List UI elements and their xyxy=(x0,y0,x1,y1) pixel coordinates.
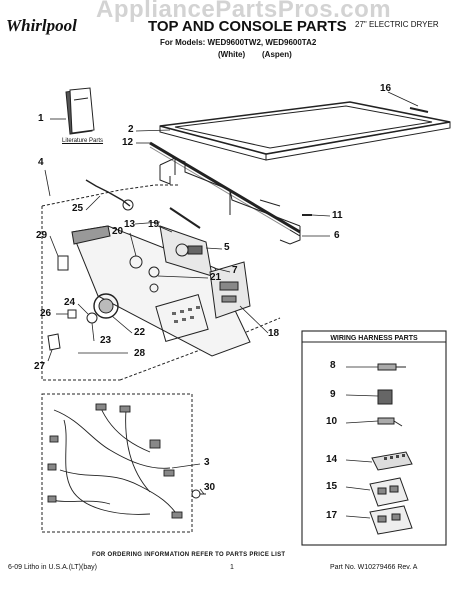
part-26 xyxy=(67,309,77,319)
callout-21: 21 xyxy=(210,272,222,283)
page-number: 1 xyxy=(230,564,234,571)
console-bracket xyxy=(159,157,301,245)
color-aspen-label: (Aspen) xyxy=(262,50,292,59)
ordering-info: FOR ORDERING INFORMATION REFER TO PARTS … xyxy=(92,552,286,558)
part-25-harness xyxy=(85,179,131,207)
callout-6: 6 xyxy=(334,230,340,241)
document-part-number: Part No. W10279466 Rev. A xyxy=(330,564,418,571)
callout-9: 9 xyxy=(330,389,336,400)
dryer-top-panel xyxy=(159,101,451,161)
knob-assembly xyxy=(86,255,160,324)
callout-2: 2 xyxy=(128,124,134,135)
watermark: AppliancePartsPros.com xyxy=(96,0,392,23)
callout-20: 20 xyxy=(112,226,124,237)
page-title: TOP AND CONSOLE PARTS xyxy=(148,18,347,35)
callout-24: 24 xyxy=(64,297,76,308)
callout-27: 27 xyxy=(34,361,46,372)
model-numbers: For Models: WED9600TW2, WED9600TA2 xyxy=(160,38,317,47)
harness-part-9 xyxy=(377,389,393,405)
callout-7: 7 xyxy=(232,265,238,276)
callout-15: 15 xyxy=(326,481,338,492)
callout-12: 12 xyxy=(122,137,134,148)
page-subtitle: 27" ELECTRIC DRYER xyxy=(355,20,439,29)
callout-10: 10 xyxy=(326,416,338,427)
harness-part-17 xyxy=(369,505,413,535)
callout-26: 26 xyxy=(40,308,52,319)
harness-part-14 xyxy=(371,451,413,471)
part-27-knob xyxy=(47,333,61,351)
callout-28: 28 xyxy=(134,348,146,359)
callout-11: 11 xyxy=(332,210,343,221)
harness-part-8 xyxy=(377,363,406,371)
callout-29: 29 xyxy=(36,230,48,241)
callout-22: 22 xyxy=(134,327,146,338)
callout-14: 14 xyxy=(326,454,338,465)
callout-13: 13 xyxy=(124,219,136,230)
console-panel xyxy=(71,225,251,357)
main-wiring-harness xyxy=(47,403,183,519)
callout-1: 1 xyxy=(38,113,44,124)
callout-16: 16 xyxy=(380,83,392,94)
screw-16 xyxy=(409,107,429,113)
litho-note: 6-09 Litho in U.S.A.(LT)(bay) xyxy=(8,564,97,571)
callout-3: 3 xyxy=(204,457,210,468)
part-29-bracket xyxy=(57,255,69,271)
callout-18: 18 xyxy=(268,328,280,339)
callout-19: 19 xyxy=(148,219,160,230)
callout-17: 17 xyxy=(326,510,338,521)
callout-23: 23 xyxy=(100,335,112,346)
part-13-rod xyxy=(169,207,201,229)
callout-4: 4 xyxy=(38,157,44,168)
callout-5: 5 xyxy=(224,242,230,253)
color-white-label: (White) xyxy=(218,50,246,59)
user-interface-board xyxy=(209,261,251,319)
wiring-harness-parts-title: WIRING HARNESS PARTS xyxy=(330,335,418,342)
literature-booklet xyxy=(65,87,95,135)
literature-parts-label: Literature Parts xyxy=(62,138,104,144)
callout-8: 8 xyxy=(330,360,336,371)
callout-25: 25 xyxy=(72,203,84,214)
callout-30: 30 xyxy=(204,482,216,493)
harness-part-10 xyxy=(377,417,403,427)
harness-part-15 xyxy=(369,477,409,507)
brand-logo: Whirlpool xyxy=(6,16,77,35)
